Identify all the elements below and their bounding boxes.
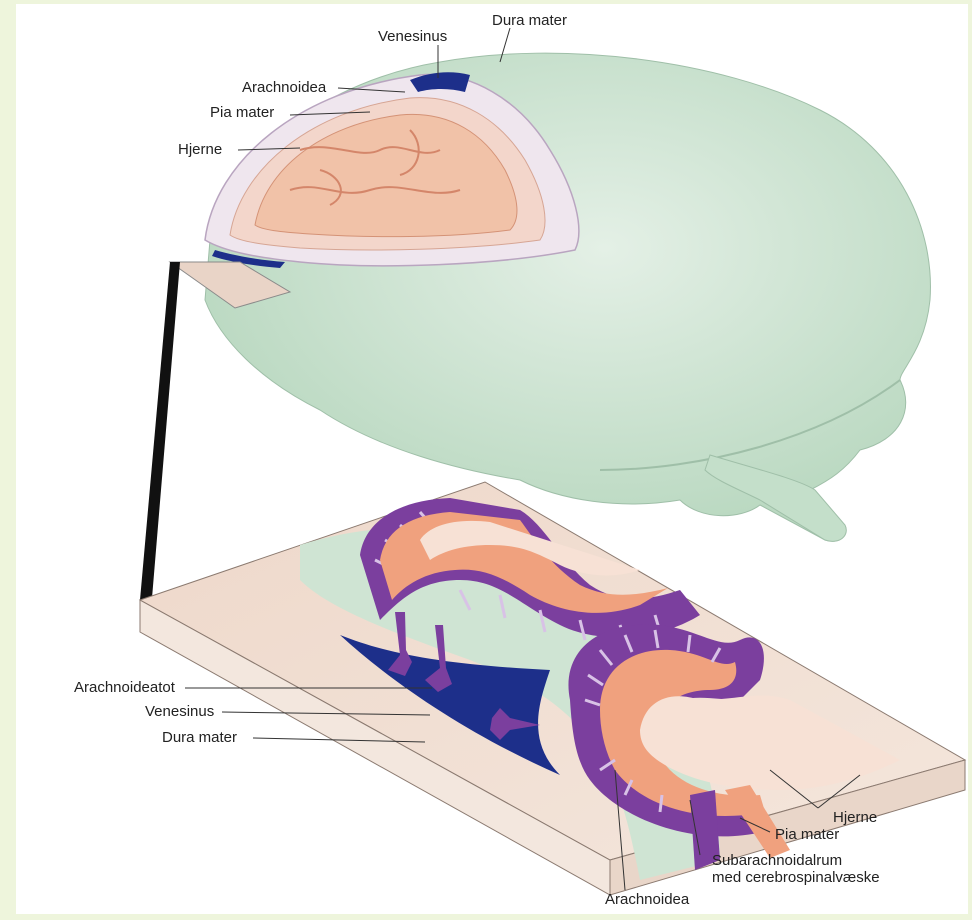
- label-subarachnoidalrum-line1: Subarachnoidalrum: [712, 852, 842, 869]
- label-arachnoidea-bottom: Arachnoidea: [605, 891, 689, 908]
- label-pia-mater-bottom: Pia mater: [775, 826, 839, 843]
- label-arachnoideatot: Arachnoideatot: [74, 679, 175, 696]
- label-pia-mater-top: Pia mater: [210, 104, 274, 121]
- label-hjerne-bottom: Hjerne: [833, 809, 877, 826]
- label-hjerne-top: Hjerne: [178, 141, 222, 158]
- label-subarachnoidalrum-line2: med cerebrospinalvæske: [712, 869, 880, 886]
- label-venesinus-bottom: Venesinus: [145, 703, 214, 720]
- label-venesinus-top: Venesinus: [378, 28, 447, 45]
- label-dura-mater-bottom: Dura mater: [162, 729, 237, 746]
- label-arachnoidea-top: Arachnoidea: [242, 79, 326, 96]
- label-dura-mater-top: Dura mater: [492, 12, 567, 29]
